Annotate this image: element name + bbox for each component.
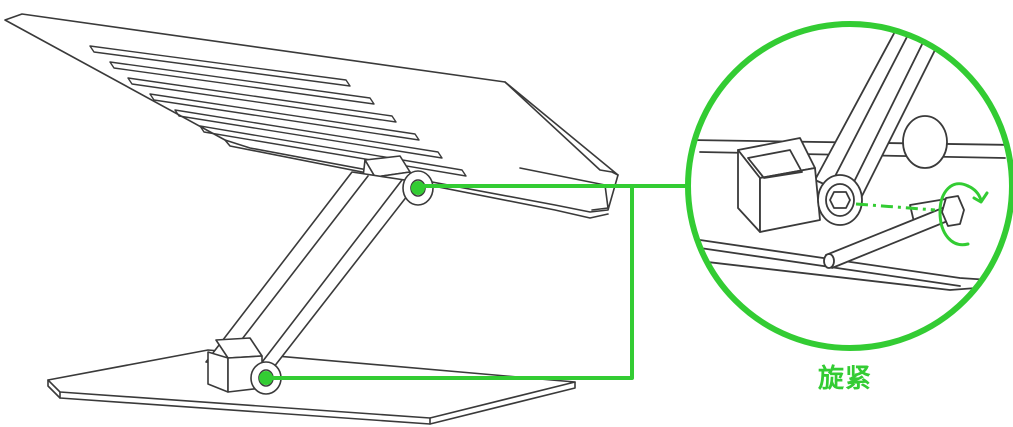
zoom-circle-ring bbox=[685, 21, 1013, 351]
zoom-hinge-block bbox=[737, 137, 821, 233]
stand-base-plate bbox=[47, 349, 576, 425]
zoom-bolt bbox=[817, 174, 863, 226]
zoom-hex-key bbox=[823, 195, 965, 269]
callout-leader-lines bbox=[259, 181, 692, 385]
zoom-base-hole bbox=[902, 115, 948, 169]
support-arm bbox=[205, 171, 419, 373]
rotate-clockwise-icon bbox=[938, 182, 989, 247]
tray-vent-slots bbox=[89, 45, 467, 177]
laptop-stand-illustration bbox=[4, 13, 619, 425]
tighten-label: 旋紧 bbox=[818, 364, 873, 394]
lower-leader-line bbox=[266, 184, 634, 380]
stand-top-tray bbox=[4, 13, 619, 219]
zoom-detail bbox=[685, 21, 1013, 351]
